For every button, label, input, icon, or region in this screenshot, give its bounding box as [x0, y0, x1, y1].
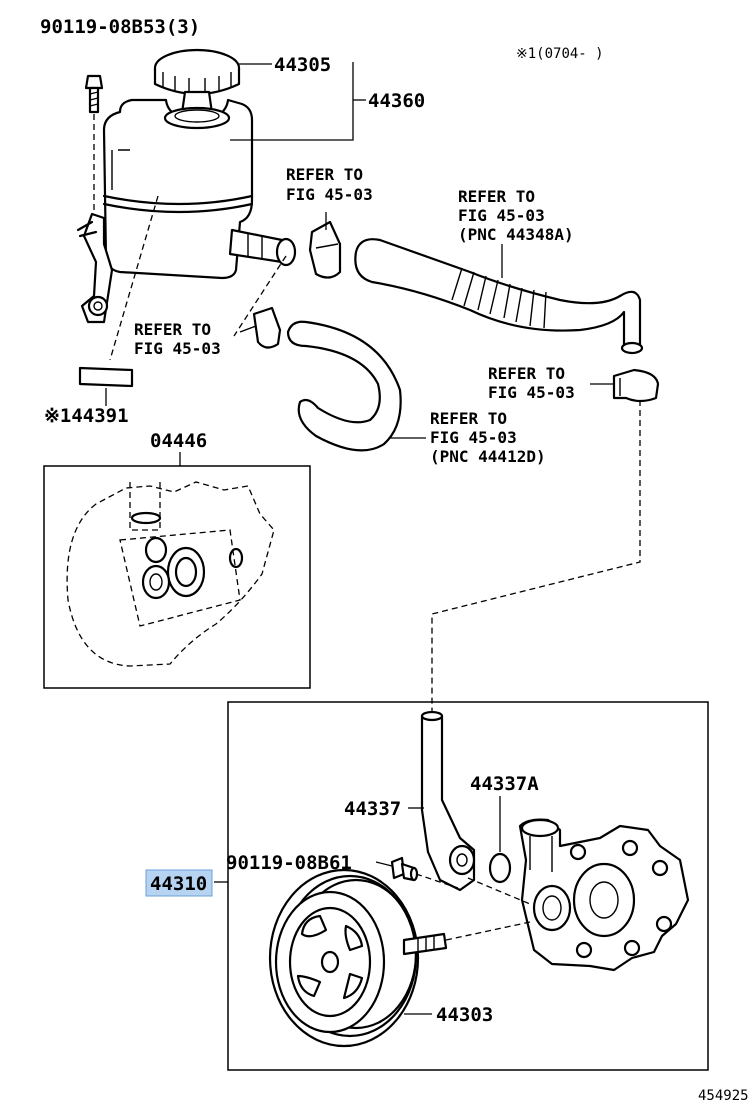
hose-clamp-3[interactable] — [612, 368, 660, 403]
bolt-90119-08B61[interactable] — [375, 856, 459, 889]
return-hose-upper[interactable] — [354, 238, 644, 355]
union-44337[interactable] — [408, 710, 476, 892]
pump-assembly-44310-box[interactable] — [214, 701, 709, 1071]
label-oring-44337A[interactable]: 44337A — [470, 773, 539, 795]
label-reservoir-44360[interactable]: 44360 — [368, 90, 425, 112]
highlight-44310 — [145, 869, 213, 897]
label-pulley-44303[interactable]: 44303 — [436, 1004, 493, 1026]
label-bolt-90119-08B53[interactable]: 90119-08B53(3) — [40, 16, 200, 38]
refer-1-line-2[interactable]: FIG 45-03 — [286, 185, 373, 204]
pulley-44303[interactable] — [268, 868, 531, 1048]
label-note-1: ※1(0704- ) — [516, 46, 604, 62]
suction-hose-lower[interactable] — [286, 320, 402, 452]
label-pump-44310[interactable]: 44310 — [150, 873, 207, 895]
label-bolt-90119-08B61[interactable]: 90119-08B61 — [226, 852, 352, 874]
refer-2-line-2[interactable]: FIG 45-03 — [458, 206, 545, 225]
caution-label-44391[interactable] — [78, 366, 134, 406]
reservoir-bracket — [80, 212, 114, 324]
label-cap-44305[interactable]: 44305 — [274, 54, 331, 76]
refer-4-line-1[interactable]: REFER TO — [488, 364, 565, 383]
refer-2-line-1[interactable]: REFER TO — [458, 187, 535, 206]
gasket-kit-04446-box[interactable] — [43, 452, 311, 689]
bolt-90119-08B53[interactable] — [84, 74, 104, 210]
refer-2-line-3[interactable]: (PNC 44348A) — [458, 225, 574, 244]
refer-3-line-2[interactable]: FIG 45-03 — [134, 339, 221, 358]
refer-3-line-1[interactable]: REFER TO — [134, 320, 211, 339]
refer-5-line-2[interactable]: FIG 45-03 — [430, 428, 517, 447]
reservoir-cap[interactable] — [153, 48, 241, 122]
figure-number: 454925 — [698, 1088, 749, 1104]
label-44391[interactable]: ※144391 — [44, 405, 129, 427]
refer-4-line-2[interactable]: FIG 45-03 — [488, 383, 575, 402]
refer-5-line-3[interactable]: (PNC 44412D) — [430, 447, 546, 466]
label-union-44337[interactable]: 44337 — [344, 798, 401, 820]
refer-5-line-1[interactable]: REFER TO — [430, 409, 507, 428]
refer-1-line-1[interactable]: REFER TO — [286, 165, 363, 184]
label-kit-04446[interactable]: 04446 — [150, 430, 207, 452]
reservoir-assembly[interactable] — [76, 48, 297, 324]
power-steering-pump[interactable] — [518, 818, 690, 972]
hose-clamp-1[interactable] — [308, 220, 342, 279]
hose-clamp-2[interactable] — [252, 306, 282, 349]
o-ring-44337A[interactable] — [488, 796, 512, 884]
